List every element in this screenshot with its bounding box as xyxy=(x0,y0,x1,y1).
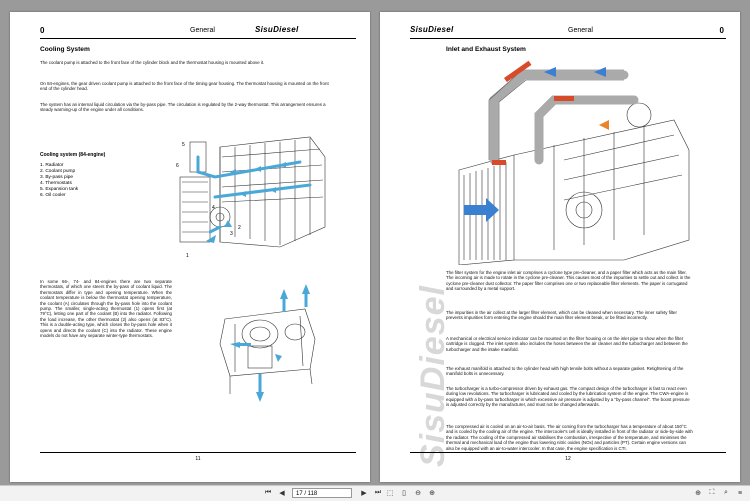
page-header: SisuDiesel General 0 xyxy=(410,25,726,39)
fit-width-icon[interactable]: ⬚ xyxy=(386,490,394,497)
right-page: SisuDiesel General 0 SisuDiesel Inlet an… xyxy=(380,12,740,482)
callout-3: 3 xyxy=(230,231,233,237)
fullscreen-icon[interactable]: ⛶ xyxy=(709,489,715,496)
legend-item: 1. Radiator xyxy=(40,163,64,168)
page-title: Inlet and Exhaust System xyxy=(446,46,526,53)
next-page-button[interactable]: ▶ xyxy=(361,490,367,497)
paragraph: The filter system for the engine inlet a… xyxy=(446,270,691,292)
zoom-out-icon[interactable]: ⊖ xyxy=(415,490,421,497)
cooling-legend: Cooling system (84-engine) 1. Radiator 2… xyxy=(40,152,105,199)
brand-logo: SisuDiesel xyxy=(410,25,454,34)
page-number: 11 xyxy=(195,456,201,462)
zoom-in-corner-icon[interactable]: ⊕ xyxy=(695,490,701,497)
page-title: Cooling System xyxy=(40,46,90,53)
section-number: 0 xyxy=(40,26,45,35)
thermostat-paragraph: In some 66-, 74- and 84-engines there ar… xyxy=(40,279,172,339)
paragraph: The coolant pump is attached to the fron… xyxy=(40,60,265,65)
paragraph: The system has an internal liquid circul… xyxy=(40,102,326,113)
paragraph: A mechanical or electrical service indic… xyxy=(446,336,688,352)
page-footer: 11 xyxy=(40,452,356,470)
page-header: 0 General SisuDiesel xyxy=(40,25,356,39)
callout-6: 6 xyxy=(176,163,179,169)
legend-item: 3. By-pass pipe xyxy=(40,175,74,180)
page-number: 12 xyxy=(565,456,571,462)
page-footer: 12 xyxy=(410,452,726,470)
first-page-button[interactable]: ⏮ xyxy=(264,489,272,496)
legend-item: 6. Oil cooler xyxy=(40,193,66,198)
legend-title: Cooling system (84-engine) xyxy=(40,152,106,158)
legend-item: 4. Thermostats xyxy=(40,181,72,186)
menu-icon[interactable]: ≡ xyxy=(737,489,743,497)
left-page: 0 General SisuDiesel Cooling System The … xyxy=(10,12,370,482)
thermostat-diagram xyxy=(219,284,316,402)
legend-item: 2. Coolant pump xyxy=(40,169,76,174)
callout-4: 4 xyxy=(212,205,215,211)
paragraph: The impurities in the air collect at the… xyxy=(446,310,677,321)
paragraph: The compressed air is cooled on an air-t… xyxy=(446,424,693,451)
page-input[interactable]: 17 / 118 xyxy=(292,488,352,498)
prev-page-button[interactable]: ◀ xyxy=(279,490,285,497)
viewer-toolbar: ⏮ ◀ 17 / 118 ▶ ⏭ ⬚ ▯ ⊖ ⊕ ⊕ ⛶ ⌕ ≡ xyxy=(0,485,750,501)
callout-2: 2 xyxy=(238,225,241,231)
inlet-exhaust-diagram xyxy=(458,60,690,265)
search-icon[interactable]: ⌕ xyxy=(724,489,728,496)
cooling-system-diagram: 5 6 4 2 3 1 xyxy=(176,136,326,259)
legend-item: 5. Expansion tank xyxy=(40,187,79,192)
paragraph: The turbocharger is a turbo-compressor d… xyxy=(446,386,690,408)
last-page-button[interactable]: ⏭ xyxy=(374,489,382,496)
single-page-icon[interactable]: ▯ xyxy=(402,490,406,497)
section-name: General xyxy=(568,27,593,34)
callout-1: 1 xyxy=(186,253,189,259)
brand-logo: SisuDiesel xyxy=(255,25,299,34)
section-number: 0 xyxy=(719,26,724,35)
section-name: General xyxy=(190,27,215,34)
paragraph: The exhaust manifold is attached to the … xyxy=(446,366,684,377)
callout-5: 5 xyxy=(182,142,185,148)
zoom-in-icon[interactable]: ⊕ xyxy=(429,490,435,497)
paragraph: On 84-engines, the gear driven coolant p… xyxy=(40,81,329,92)
